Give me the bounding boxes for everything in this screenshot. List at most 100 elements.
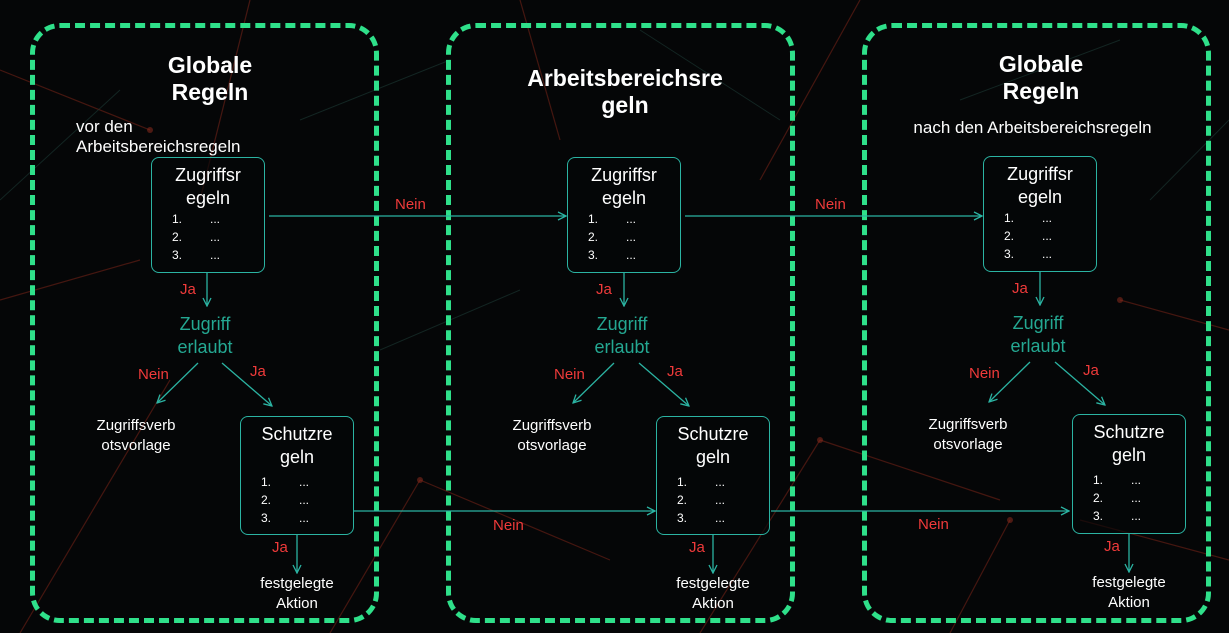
panel-1-access-allowed-line2: erlaubt [177, 337, 233, 358]
panel-2-defined-action-line1: festgelegte [676, 575, 750, 592]
panel-2-ja-protection: Ja [667, 363, 683, 380]
list-item: 3.... [172, 246, 220, 264]
panel-1-protection-rules-box: Schutzre geln 1.... 2.... 3.... [240, 416, 354, 535]
panel-1-protection-rules-title: Schutzre geln [241, 423, 353, 470]
panel-2-access-rules-list: 1.... 2.... 3.... [588, 210, 636, 264]
panel-1-ja-action: Ja [272, 539, 288, 556]
panel-1-defined-action: festgelegte Aktion [242, 574, 352, 613]
list-item-placeholder: ... [210, 230, 221, 244]
panel-global-rules-before [30, 23, 379, 623]
panel-3-access-allowed-line2: erlaubt [1010, 336, 1066, 357]
panel-1-subtitle-line2: Arbeitsbereichsregeln [76, 137, 241, 157]
panel-2-defined-action: festgelegte Aktion [658, 574, 768, 613]
list-item-number: 1. [1004, 211, 1015, 225]
panel-3-nein-deny: Nein [969, 365, 1000, 382]
list-item-placeholder: ... [1042, 211, 1053, 225]
panel-2-ja-action: Ja [689, 539, 705, 556]
panel-2-access-rules-title: Zugriffsr egeln [568, 164, 680, 211]
panel-3-defined-action-line1: festgelegte [1092, 574, 1166, 591]
list-item: 3.... [588, 246, 636, 264]
panel-1-ja-access: Ja [180, 281, 196, 298]
panel-3-ja-action: Ja [1104, 538, 1120, 555]
panel-3-subtitle-line1: nach den Arbeitsbereichsregeln [913, 118, 1152, 137]
panel-3-access-allowed: Zugriff erlaubt [983, 312, 1093, 359]
panel-1-access-allowed-line1: Zugriff [179, 314, 231, 334]
panel-1-deny-template: Zugriffsverb otsvorlage [80, 416, 192, 455]
list-item: 1.... [1004, 209, 1052, 227]
panel-2-protection-rules-title: Schutzre geln [657, 423, 769, 470]
list-item: 2.... [1093, 489, 1141, 507]
panel-2-deny-template-line2: otsvorlage [517, 436, 587, 454]
list-item: 2.... [1004, 227, 1052, 245]
list-item: 2.... [261, 491, 309, 509]
panel-3-defined-action: festgelegte Aktion [1074, 573, 1184, 612]
panel-2-nein-deny: Nein [554, 366, 585, 383]
panel-1-access-rules-title-line2: egeln [185, 188, 231, 209]
panel-1-subtitle-line1: vor den [76, 117, 133, 136]
list-item-number: 3. [172, 248, 183, 262]
list-item-placeholder: ... [715, 511, 726, 525]
panel-1-defined-action-line2: Aktion [276, 594, 318, 612]
panel-2-protection-rules-title-line2: geln [695, 447, 731, 468]
list-item: 2.... [677, 491, 725, 509]
access-nein-label-1: Nein [395, 196, 426, 213]
panel-2-access-rules-title-line1: Zugriffsr [591, 165, 657, 185]
panel-3-protection-rules-title-line1: Schutzre [1093, 422, 1165, 442]
panel-3-access-rules-title-line1: Zugriffsr [1007, 164, 1073, 184]
protection-nein-label-1: Nein [493, 517, 524, 534]
list-item-placeholder: ... [210, 248, 221, 262]
panel-3-title-line1: Globale [998, 51, 1084, 77]
panel-2-deny-template: Zugriffsverb otsvorlage [496, 416, 608, 455]
list-item-number: 1. [172, 212, 183, 226]
panel-3-access-rules-title: Zugriffsr egeln [984, 163, 1096, 210]
panel-3-deny-template: Zugriffsverb otsvorlage [912, 415, 1024, 454]
list-item-number: 3. [1093, 509, 1104, 523]
list-item-placeholder: ... [626, 230, 637, 244]
panel-2-ja-access: Ja [596, 281, 612, 298]
list-item: 1.... [588, 210, 636, 228]
panel-1-protection-rules-list: 1.... 2.... 3.... [261, 473, 309, 527]
panel-2-access-allowed-line2: erlaubt [594, 337, 650, 358]
panel-1-nein-deny: Nein [138, 366, 169, 383]
list-item-number: 2. [1004, 229, 1015, 243]
panel-3-title-line2: Regeln [1002, 78, 1080, 105]
panel-3-ja-protection: Ja [1083, 362, 1099, 379]
panel-1-title: Globale Regeln [110, 52, 310, 106]
list-item-placeholder: ... [1042, 247, 1053, 261]
panel-1-title-line1: Globale [167, 52, 253, 78]
list-item-number: 2. [1093, 491, 1104, 505]
panel-3-access-rules-title-line2: egeln [1017, 187, 1063, 208]
list-item-number: 1. [677, 475, 688, 489]
panel-3-ja-access: Ja [1012, 280, 1028, 297]
list-item: 2.... [588, 228, 636, 246]
panel-3-subtitle: nach den Arbeitsbereichsregeln [880, 118, 1185, 138]
panel-1-access-rules-title-line1: Zugriffsr [175, 165, 241, 185]
panel-2-title-line1: Arbeitsbereichsre [527, 65, 723, 91]
list-item-placeholder: ... [1131, 509, 1142, 523]
panel-2-protection-rules-list: 1.... 2.... 3.... [677, 473, 725, 527]
panel-1-protection-rules-title-line2: geln [279, 447, 315, 468]
panel-2-access-allowed: Zugriff erlaubt [567, 313, 677, 360]
panel-1-subtitle: vor den Arbeitsbereichsregeln [76, 117, 240, 157]
list-item-number: 3. [1004, 247, 1015, 261]
list-item-placeholder: ... [626, 248, 637, 262]
list-item-placeholder: ... [299, 511, 310, 525]
panel-2-title: Arbeitsbereichsre geln [500, 65, 750, 119]
list-item-number: 3. [261, 511, 272, 525]
panel-1-access-rules-title: Zugriffsr egeln [152, 164, 264, 211]
panel-2-title-line2: geln [601, 92, 649, 119]
list-item: 3.... [677, 509, 725, 527]
list-item-placeholder: ... [626, 212, 637, 226]
panel-2-access-rules-box: Zugriffsr egeln 1.... 2.... 3.... [567, 157, 681, 273]
panel-1-protection-rules-title-line1: Schutzre [261, 424, 333, 444]
panel-1-title-line2: Regeln [171, 79, 249, 106]
panel-1-access-allowed: Zugriff erlaubt [150, 313, 260, 360]
access-nein-label-2: Nein [815, 196, 846, 213]
list-item: 1.... [261, 473, 309, 491]
list-item: 1.... [1093, 471, 1141, 489]
panel-2-protection-rules-title-line1: Schutzre [677, 424, 749, 444]
panel-3-protection-rules-list: 1.... 2.... 3.... [1093, 471, 1141, 525]
panel-global-rules-after [862, 23, 1211, 623]
panel-3-protection-rules-title-line2: geln [1111, 445, 1147, 466]
